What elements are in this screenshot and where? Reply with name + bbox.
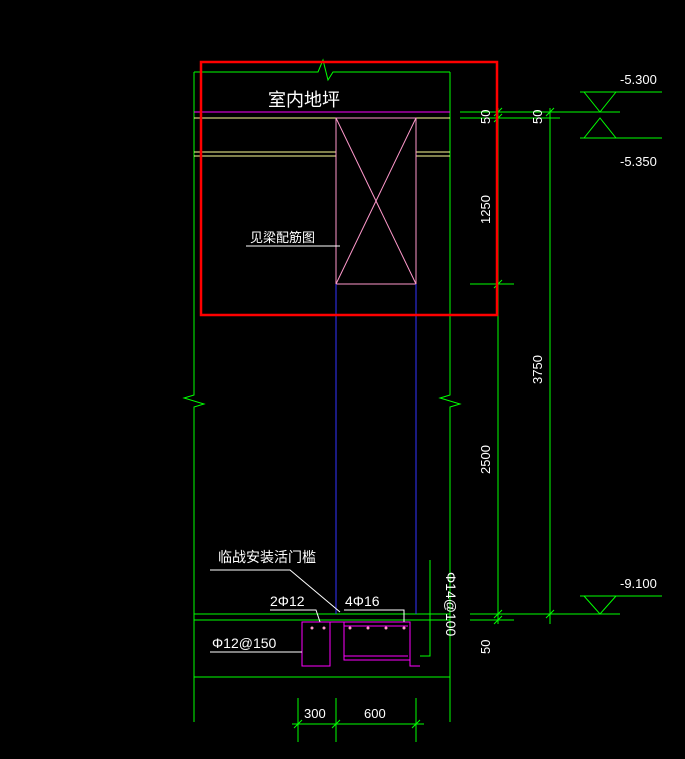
sill-outline	[302, 621, 420, 667]
dim-text-3750: 3750	[530, 355, 545, 384]
label-top-rebar: 2Φ12	[270, 593, 305, 609]
left-wall-line	[182, 72, 206, 722]
dim-tick	[411, 719, 421, 729]
rebar-dot	[310, 626, 314, 630]
vertical-rebar	[420, 560, 431, 657]
sill-right-block	[343, 621, 411, 661]
elevation-markers	[560, 91, 662, 615]
leader-lines	[210, 245, 405, 653]
label-see-beam-rebar: 见梁配筋图	[250, 230, 315, 245]
opening-rect	[335, 117, 417, 285]
dim-text-50-c: 50	[478, 640, 493, 654]
dim-text-1250: 1250	[478, 195, 493, 224]
rebar-dot	[384, 626, 388, 630]
opening-cross-2	[335, 117, 417, 285]
highlight-box	[199, 60, 499, 317]
dim-tick	[493, 615, 503, 625]
indoor-floor-lines	[194, 111, 450, 157]
dim-tick	[493, 609, 503, 619]
gate-sill-rebar	[301, 621, 420, 667]
sill-left-block	[301, 621, 331, 667]
dim-text-600: 600	[364, 706, 386, 721]
label-stirrup: Φ12@150	[212, 635, 277, 651]
elev-mid-triangle	[583, 117, 617, 139]
dimension-lines	[292, 107, 560, 742]
leader-temp-gate	[210, 569, 341, 613]
leader-4phi16	[344, 609, 405, 622]
label-vertical-rebar: Φ14@100	[443, 572, 459, 637]
dim-text-2500: 2500	[478, 445, 493, 474]
dim-tick	[293, 719, 303, 729]
column-lines	[335, 284, 417, 614]
rebar-dot	[322, 626, 326, 630]
label-temp-gate: 临战安装活门槛	[218, 549, 316, 565]
dim-tick	[545, 609, 555, 619]
dim-text-50-a: 50	[478, 110, 493, 124]
rebar-dot	[348, 626, 352, 630]
dim-text-50-b: 50	[530, 110, 545, 124]
wall-outline	[182, 58, 462, 722]
elev-top-triangle	[583, 91, 617, 113]
elev-top-text: -5.300	[620, 72, 657, 87]
dim-tick	[545, 107, 555, 117]
rebar-dot	[366, 626, 370, 630]
beam-opening	[335, 117, 417, 285]
leader-2phi12	[270, 609, 321, 623]
label-indoor-floor: 室内地坪	[268, 90, 340, 111]
rebar-dots	[310, 626, 406, 630]
rebar-dot	[402, 626, 406, 630]
vertical-rebar-line	[420, 560, 431, 657]
elev-bottom-triangle	[583, 595, 617, 615]
right-wall-line	[438, 72, 462, 722]
label-bottom-rebar: 4Φ16	[345, 593, 380, 609]
elev-mid-text: -5.350	[620, 154, 657, 169]
dim-text-300: 300	[304, 706, 326, 721]
dim-tick	[331, 719, 341, 729]
top-wall-edge	[194, 58, 450, 82]
elev-bottom-text: -9.100	[620, 576, 657, 591]
